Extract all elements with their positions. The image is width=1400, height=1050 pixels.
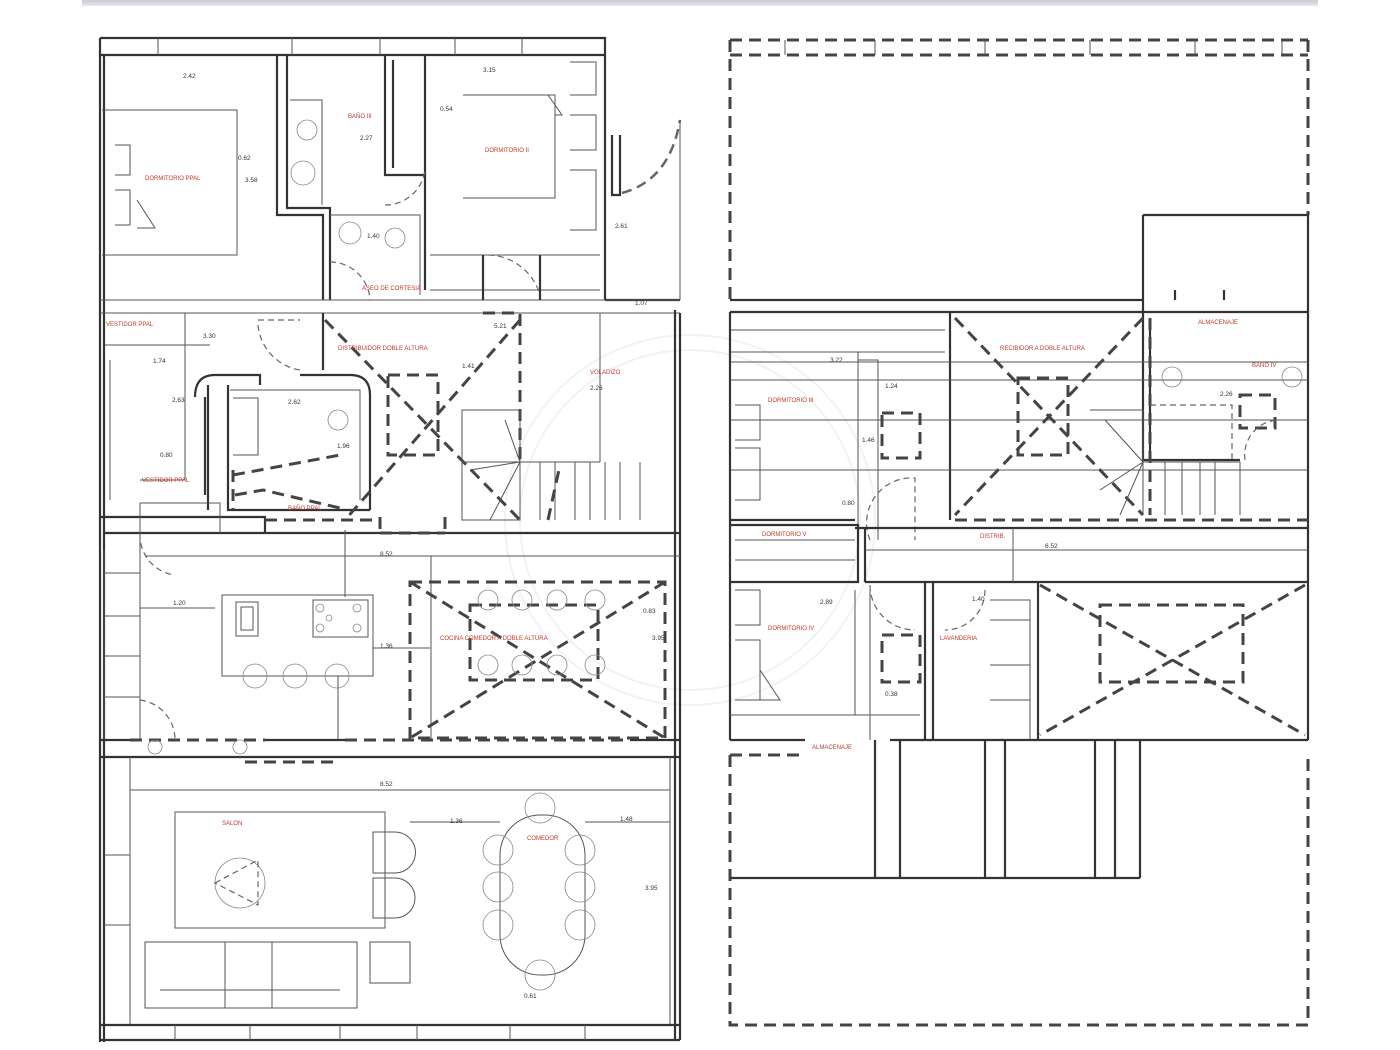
dimension-label: 3.15: [483, 67, 496, 74]
dimension-label: 2.61: [615, 223, 628, 230]
room-label-master-bath: BAÑO PPAL: [288, 505, 322, 512]
dimension-label: 3.95: [645, 885, 658, 892]
dimension-label: 0.62: [238, 155, 251, 162]
dimension-label: 1.36: [450, 818, 463, 825]
room-label-distributor: DISTRIBUIDOR DOBLE ALTURA: [338, 346, 428, 352]
dimension-label: 2.89: [820, 599, 833, 606]
dimension-label: 0.38: [885, 691, 898, 698]
dimension-label: 1.20: [173, 600, 186, 607]
room-label-storage-1: ALMACENAJE: [1198, 320, 1238, 326]
room-label-living: SALON: [222, 821, 242, 827]
dimension-label: 3.58: [245, 177, 258, 184]
ground-floor-plan: DORMITORIO PPAL BAÑO III DORMITORIO II A…: [98, 36, 682, 1042]
dimension-label: 1.48: [620, 816, 633, 823]
dimension-label: 2.26: [1220, 391, 1233, 398]
dimension-label: 0.61: [524, 993, 537, 1000]
room-label-kitchen: COCINA COMEDOR A DOBLE ALTURA: [440, 636, 548, 642]
room-label-distrib: DISTRIB.: [980, 534, 1006, 540]
dimension-label: 2.42: [183, 73, 196, 80]
dimension-label: 2.27: [360, 135, 373, 142]
room-label-overhang: VOLADIZO: [590, 370, 621, 376]
dimension-label: 1.40: [972, 596, 985, 603]
dimension-label: 0.80: [160, 452, 173, 459]
room-label-dressing-2: VESTIDOR PPAL: [142, 478, 190, 484]
dimension-label: 1.96: [337, 443, 350, 450]
dimension-label: 8.52: [380, 781, 393, 788]
room-label-dining: COMEDOR: [527, 836, 559, 842]
dimension-label: 2.26: [590, 385, 603, 392]
upper-floor-plan: ALMACENAJE BAÑO IV RECIBIDOR A DOBLE ALT…: [728, 38, 1310, 1027]
room-label-bedroom-5: DORMITORIO V: [762, 532, 807, 538]
room-label-guest-toilet: ASEO DE CORTESIA: [362, 286, 421, 292]
dimension-label: 1.41: [462, 363, 475, 370]
dimension-label: 0.83: [643, 608, 656, 615]
dimension-label: 1.46: [862, 437, 875, 444]
dimension-label: 6.52: [1045, 543, 1058, 550]
dimension-label: 1.07: [635, 300, 648, 307]
dimension-label: 0.54: [440, 106, 453, 113]
dimension-label: 3.30: [203, 333, 216, 340]
dimension-label: 3.22: [830, 357, 843, 364]
room-label-bath-3: BAÑO III: [348, 113, 372, 120]
dimension-label: 1.36: [380, 643, 393, 650]
dimension-label: 3.95: [652, 635, 665, 642]
dimension-label: 5.21: [494, 323, 507, 330]
dimension-label: 1.74: [153, 358, 166, 365]
room-label-bedroom-4: DORMITORIO IV: [768, 626, 814, 632]
dimension-label: 1.24: [885, 383, 898, 390]
dimension-label: 0.80: [842, 500, 855, 507]
dimension-label: 1.40: [367, 233, 380, 240]
dimension-label: 8.52: [380, 551, 393, 558]
room-label-bath-4: BAÑO IV: [1252, 362, 1276, 369]
top-border-bar: [82, 0, 1318, 6]
room-label-storage-2: ALMACENAJE: [812, 745, 852, 751]
room-label-dressing-1: VESTIDOR PPAL: [106, 322, 154, 328]
dimension-label: 2.63: [172, 397, 185, 404]
room-label-hall: RECIBIDOR A DOBLE ALTURA: [1000, 346, 1085, 352]
room-label-bedroom-3: DORMITORIO III: [768, 398, 814, 404]
room-label-laundry: LAVANDERIA: [940, 636, 977, 642]
room-label-master-bedroom: DORMITORIO PPAL: [145, 176, 201, 182]
room-label-bedroom-2: DORMITORIO II: [485, 148, 529, 154]
dimension-label: 2.62: [288, 399, 301, 406]
